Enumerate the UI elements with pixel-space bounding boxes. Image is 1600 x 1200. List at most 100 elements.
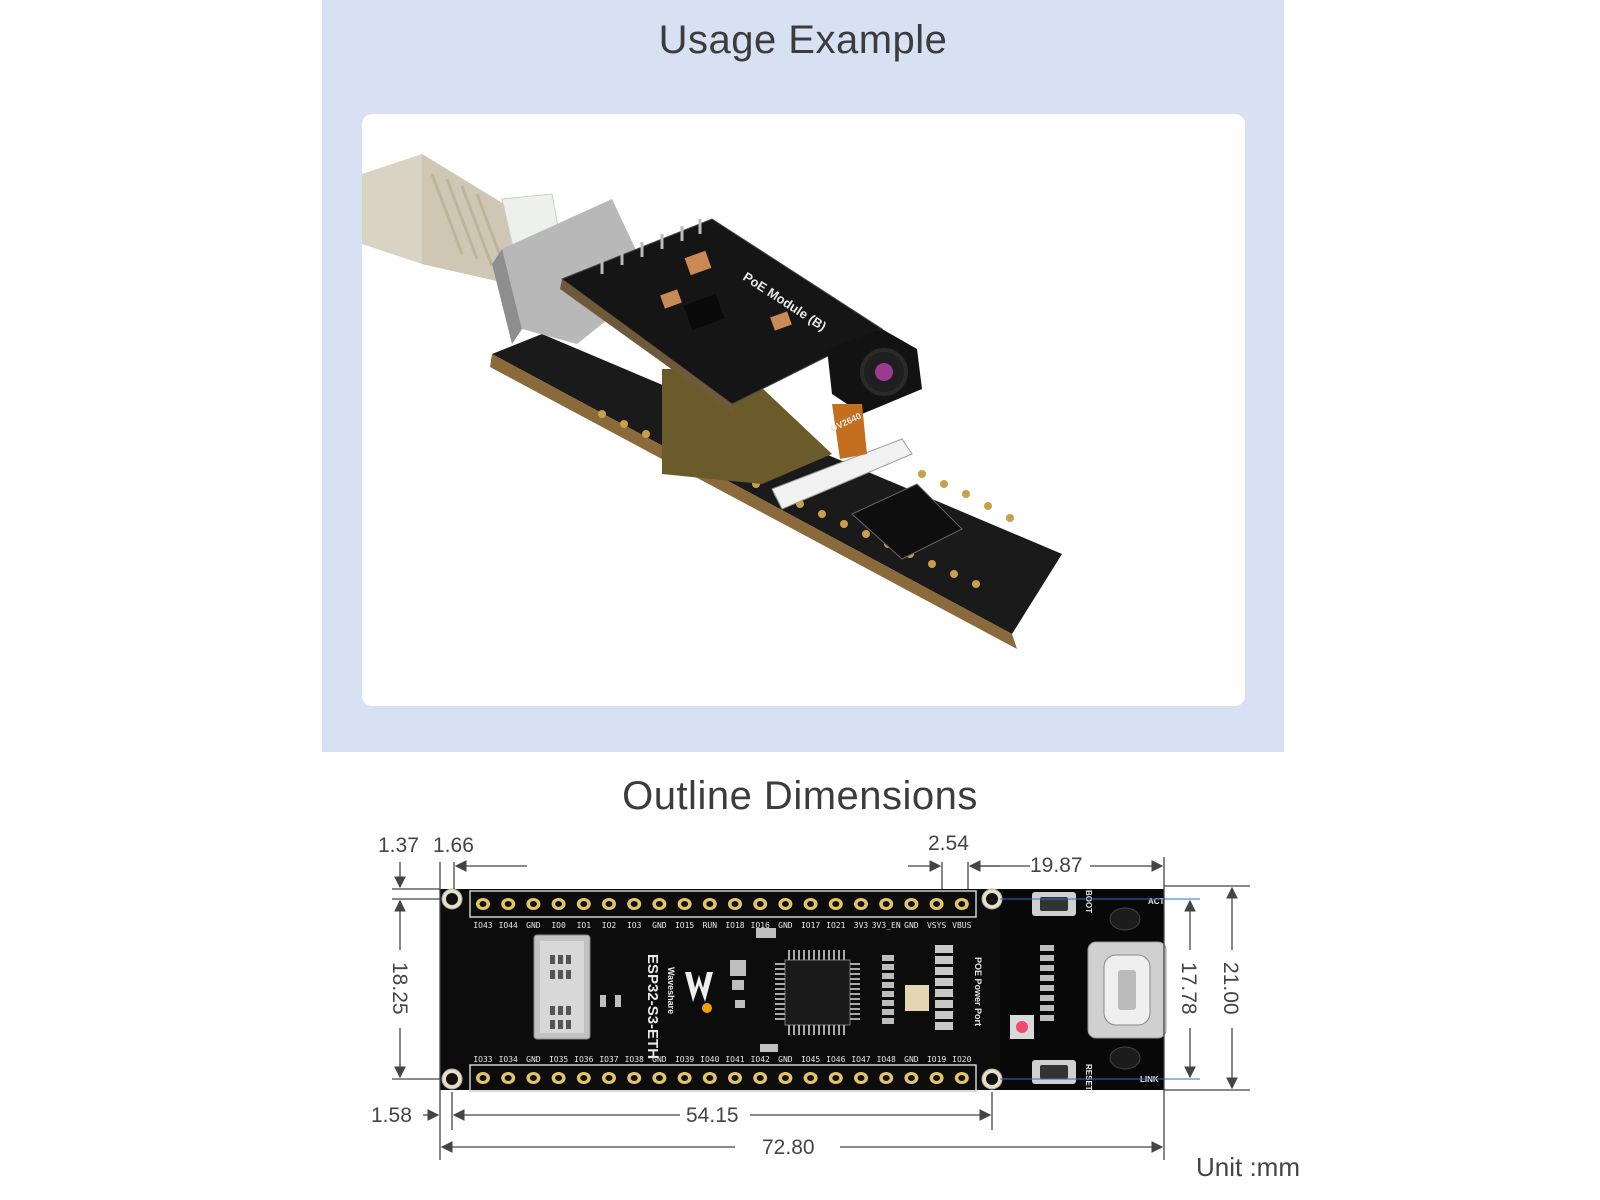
act-label: ACT [1148,897,1165,906]
header-pad-hole [555,1075,563,1081]
pin-label-bottom: IO41 [725,1055,744,1064]
pin-label-bottom: IO35 [549,1055,568,1064]
pin-label-bottom: IO34 [499,1055,518,1064]
pin-label-top: IO44 [499,921,518,930]
pin-label-top: IO16 [751,921,770,930]
pin-label-top: IO1 [577,921,592,930]
header-pad-hole [580,1075,588,1081]
header-pad-hole [681,1075,689,1081]
header-pad-hole [781,901,789,907]
pin-label-top: IO43 [473,921,492,930]
pin-label-bottom: IO19 [927,1055,946,1064]
header-pad-hole [731,1075,739,1081]
unit-label: Unit :mm [1196,1152,1300,1182]
pin-label-top: 3V3 [854,921,869,930]
header-pad-hole [832,1075,840,1081]
header-pad-hole [655,1075,663,1081]
dim-72-80: 72.80 [762,1136,815,1159]
header-pad-hole [907,1075,915,1081]
pin-label-top: IO0 [551,921,566,930]
header-pad-hole [504,901,512,907]
pin-label-bottom: IO20 [952,1055,971,1064]
poe-power-port-label: POE Power Port [973,957,983,1026]
pin-label-bottom: IO37 [599,1055,618,1064]
pin-label-top: 3V3_EN [872,921,901,930]
header-pad-hole [706,901,714,907]
header-pad-hole [756,901,764,907]
boot-button [1032,892,1076,916]
header-pad-hole [504,1075,512,1081]
dim-1-66: 1.66 [433,834,474,857]
header-pad-hole [630,901,638,907]
top-header-pads [476,898,969,910]
dim-17-78: 17.78 [1177,962,1200,1015]
pin-label-top: VSYS [927,921,946,930]
header-pad-hole [882,1075,890,1081]
pin-label-bottom: IO48 [877,1055,896,1064]
header-pad-hole [529,901,537,907]
dim-18-25: 18.25 [388,962,411,1015]
header-pad-hole [605,901,613,907]
boot-label: BOOT [1084,890,1093,913]
header-pad-hole [958,1075,966,1081]
header-pad-hole [580,901,588,907]
reset-button [1032,1060,1076,1084]
header-pad-hole [807,901,815,907]
header-pad-hole [479,1075,487,1081]
pin-label-top: VBUS [952,921,971,930]
header-pad-hole [933,901,941,907]
header-pad-hole [832,901,840,907]
dim-21-00: 21.00 [1219,962,1242,1015]
pin-label-bottom: IO42 [751,1055,770,1064]
dimension-lines [392,857,1250,1160]
pin-label-top: IO17 [801,921,820,930]
header-pad-hole [655,901,663,907]
pin-label-bottom: GND [904,1055,919,1064]
header-pad-hole [781,1075,789,1081]
header-pad-hole [882,901,890,907]
pin-label-bottom: IO40 [700,1055,719,1064]
pin-label-bottom: IO33 [473,1055,492,1064]
right-component-array [882,945,1054,1030]
pin-label-top: IO3 [627,921,642,930]
header-pad-hole [857,901,865,907]
pin-label-top: IO2 [602,921,617,930]
dim-1-37: 1.37 [378,834,419,857]
pin-label-bottom: IO36 [574,1055,593,1064]
main-board [490,334,1062,649]
header-pad-hole [630,1075,638,1081]
camera-module: OV2640 [827,329,922,459]
pin-label-bottom: GND [778,1055,793,1064]
pin-label-bottom: IO45 [801,1055,820,1064]
header-pad-hole [933,1075,941,1081]
bottom-pin-labels: IO33 IO34 GND IO35 IO36 IO37 IO38 GND IO39 IO40 IO… [473,1055,971,1064]
usb-c-port [1087,941,1167,1039]
header-pad-hole [857,1075,865,1081]
pin-label-top: IO18 [725,921,744,930]
header-pad-hole [681,901,689,907]
pin-label-bottom: IO39 [675,1055,694,1064]
header-pad-hole [479,901,487,907]
pin-label-bottom: IO38 [625,1055,644,1064]
header-pad-hole [731,901,739,907]
pin-label-bottom: IO47 [851,1055,870,1064]
poe-module: PoE Module (B) [560,218,884,414]
pin-label-top: GND [904,921,919,930]
header-pad-hole [756,1075,764,1081]
reset-label: RESET [1084,1064,1093,1091]
sd-card-slot [533,934,591,1040]
header-pad-hole [907,901,915,907]
bottom-header-pads [476,1072,969,1084]
esp32-chip [775,950,860,1035]
board-name: ESP32-S3-ETH [644,954,661,1059]
pin-label-top: GND [778,921,793,930]
dim-19-87: 19.87 [1030,854,1083,877]
pin-label-top: IO15 [675,921,694,930]
passive-components [600,928,778,1052]
usage-photo-card: PoE Module (B) OV2640 [362,114,1245,706]
header-pad-hole [555,901,563,907]
header-pad-hole [807,1075,815,1081]
pin-label-top: IO21 [826,921,845,930]
